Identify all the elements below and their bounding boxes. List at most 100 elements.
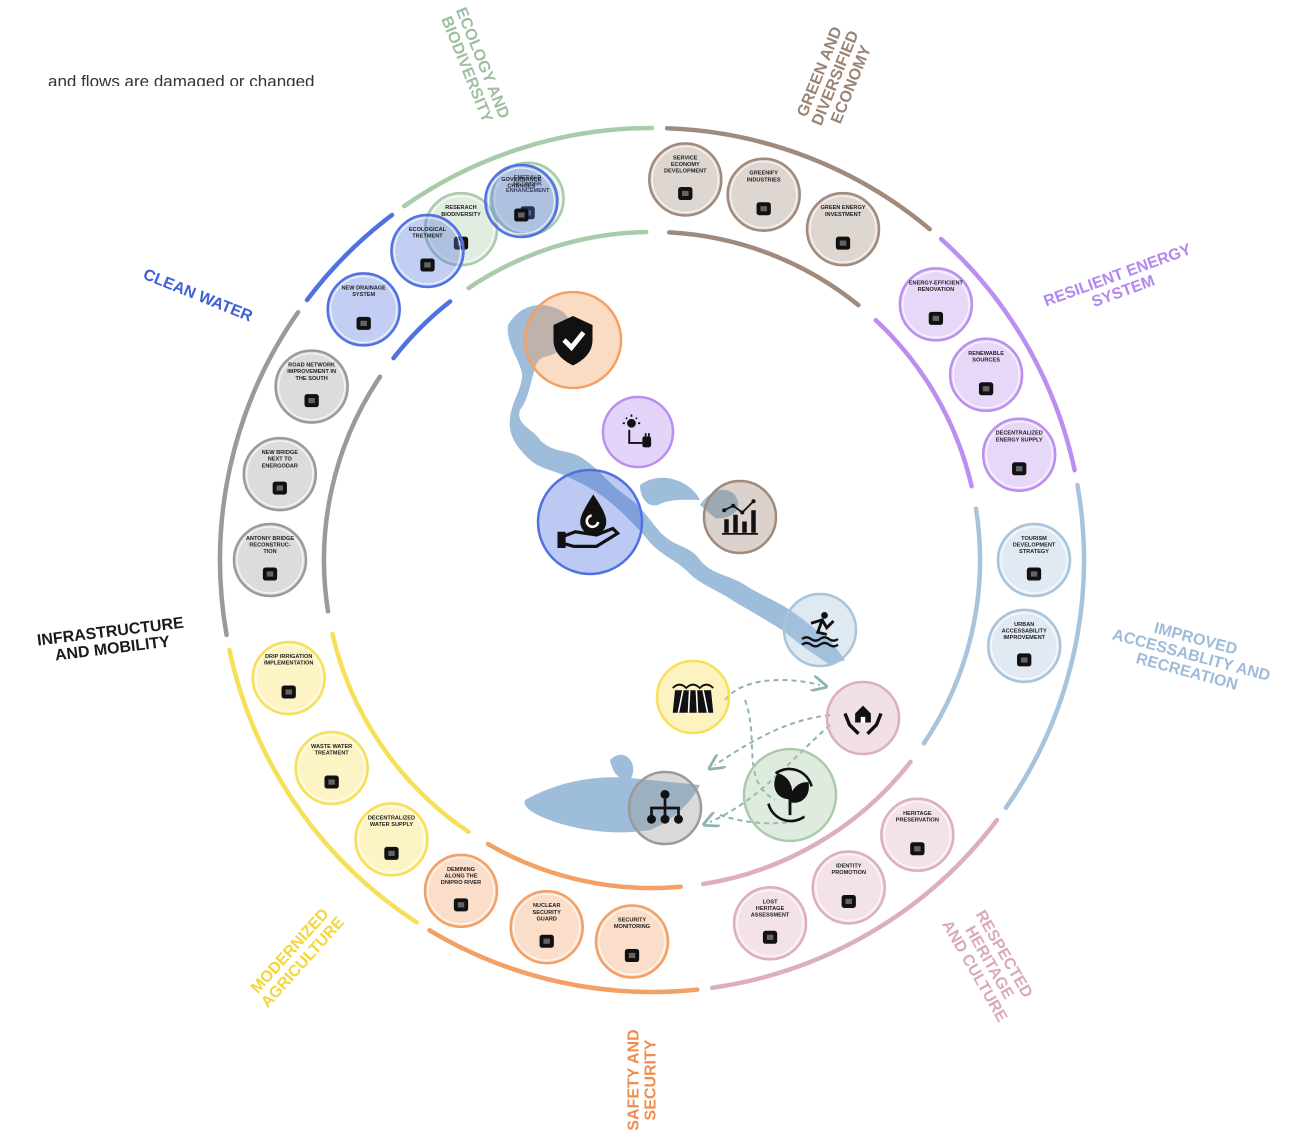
tag-icon (1026, 567, 1042, 581)
road-network-icon (304, 394, 319, 408)
clock-icon (762, 930, 778, 944)
category-label-water: CLEAN WATER (141, 266, 255, 325)
category-label-ecology: ECOLOGY ANDBIODIVERSITY (436, 5, 512, 127)
category-label-economy: GREEN ANDDIVERSIFIEDECONOMY (793, 22, 878, 134)
cropped-caption-text: and flows are damaged or changed (48, 72, 315, 86)
inner-arc-access (921, 506, 983, 746)
inner-ring (321, 229, 983, 891)
pipe-icon (356, 316, 371, 330)
drop-code-icon (281, 685, 296, 699)
bridge-icon (272, 481, 287, 495)
outer-arc-water (304, 212, 395, 303)
center-icons (523, 290, 901, 846)
dollar-network-icon (678, 186, 693, 200)
inner-arc-ecology (466, 229, 649, 291)
inner-arc-infrastructure (321, 374, 383, 614)
center-icon-recreation[interactable] (782, 592, 858, 668)
drop-cycle-icon (420, 258, 435, 272)
category-label-access: IMPROVEDACCESSABLITY ANDRECREATION (1106, 610, 1276, 701)
center-icon-water[interactable] (536, 468, 644, 576)
branch-icon (384, 846, 399, 860)
category-label-heritage: RESPECTEDHERITAGEAND CULTURE (938, 900, 1040, 1025)
center-icon-infrastructure[interactable] (627, 770, 703, 846)
coin-cycle-icon (835, 236, 851, 250)
outer-arc-access (1003, 482, 1087, 811)
center-icon-energy[interactable] (601, 395, 675, 469)
house-cycle-icon (928, 311, 944, 325)
shield-lock-icon (624, 948, 640, 962)
center-icon-economy[interactable] (702, 479, 778, 555)
plug-bolt-icon (978, 382, 994, 396)
outer-arc-heritage (709, 817, 1000, 991)
outer-arc-agriculture (227, 647, 419, 925)
center-icon-security[interactable] (523, 290, 623, 390)
center-icon-agriculture[interactable] (655, 659, 731, 735)
warning-icon (453, 898, 469, 912)
inner-arc-energy (873, 317, 974, 489)
inner-arc-safety (485, 841, 683, 891)
center-icon-heritage[interactable] (825, 680, 901, 756)
outer-arc-ecology (401, 125, 655, 209)
center-icon-ecology[interactable] (742, 747, 838, 843)
outer-arc-safety (427, 928, 700, 995)
category-label-energy: RESILIENT ENERGYSYSTEM (1042, 241, 1200, 326)
rain-tank-icon (324, 775, 339, 789)
inner-arc-agriculture (330, 631, 471, 835)
path-icon (1017, 653, 1032, 667)
hands-drop-icon (514, 208, 529, 222)
category-label-agriculture: MODERNIZEDAGRICULTURE (245, 903, 348, 1012)
category-label-infrastructure: INFRASTRUCTUREAND MOBILITY (36, 615, 187, 667)
radiation-icon (539, 934, 554, 948)
outer-arc-energy (938, 236, 1077, 473)
building-cycle-icon (910, 842, 925, 856)
outer-ring (217, 125, 1087, 995)
factory-leaf-icon (756, 202, 771, 216)
